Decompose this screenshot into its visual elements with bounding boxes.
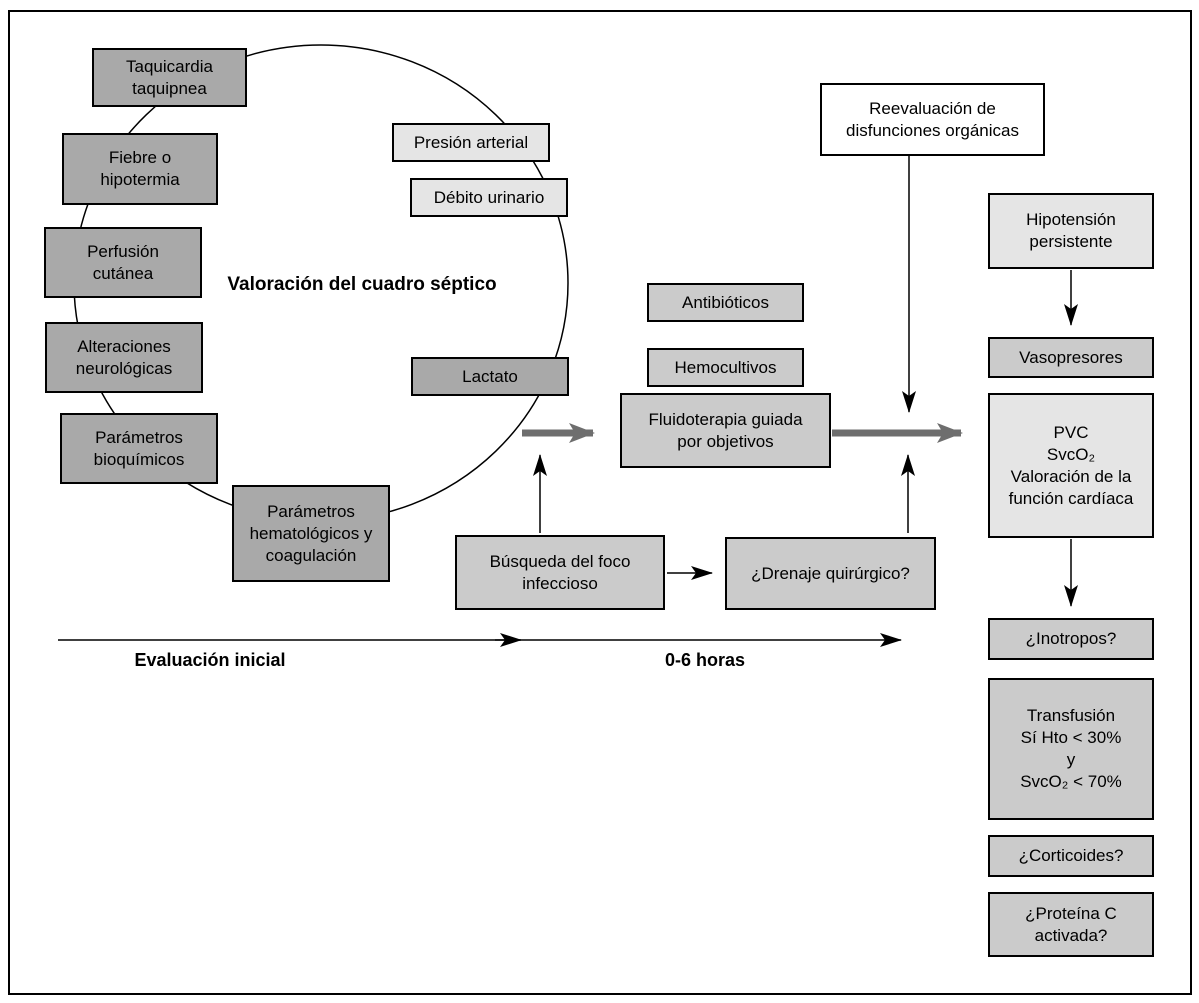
node-vasopresores: Vasopresores	[988, 337, 1154, 378]
node-perfusion-cutanea: Perfusión cutánea	[44, 227, 202, 298]
node-taquicardia-taquipnea: Taquicardia taquipnea	[92, 48, 247, 107]
circle-title: Valoración del cuadro séptico	[227, 274, 497, 295]
node-fluidoterapia: Fluidoterapia guiada por objetivos	[620, 393, 831, 468]
node-corticoides: ¿Corticoides?	[988, 835, 1154, 877]
node-presion-arterial: Presión arterial	[392, 123, 550, 162]
node-inotropos: ¿Inotropos?	[988, 618, 1154, 660]
node-parametros-bioquimicos: Parámetros bioquímicos	[60, 413, 218, 484]
node-antibioticos: Antibióticos	[647, 283, 804, 322]
node-debito-urinario: Débito urinario	[410, 178, 568, 217]
node-reevaluacion: Reevaluación de disfunciones orgánicas	[820, 83, 1045, 156]
node-fiebre-hipotermia: Fiebre o hipotermia	[62, 133, 218, 205]
node-transfusion: Transfusión Sí Hto < 30% y SvcO₂ < 70%	[988, 678, 1154, 820]
node-alteraciones-neurologicas: Alteraciones neurológicas	[45, 322, 203, 393]
node-proteina-c: ¿Proteína C activada?	[988, 892, 1154, 957]
node-busqueda-foco: Búsqueda del foco infeccioso	[455, 535, 665, 610]
node-drenaje-quirurgico: ¿Drenaje quirúrgico?	[725, 537, 936, 610]
timeline-label-evaluacion-inicial: Evaluación inicial	[134, 650, 286, 670]
timeline-label-0-6-horas: 0-6 horas	[664, 650, 746, 670]
node-hipotension-persistente: Hipotensión persistente	[988, 193, 1154, 269]
node-lactato: Lactato	[411, 357, 569, 396]
node-parametros-hematologicos: Parámetros hematológicos y coagulación	[232, 485, 390, 582]
node-hemocultivos: Hemocultivos	[647, 348, 804, 387]
node-pvc-svco2: PVC SvcO₂ Valoración de la función cardí…	[988, 393, 1154, 538]
figure-border	[8, 10, 1192, 995]
